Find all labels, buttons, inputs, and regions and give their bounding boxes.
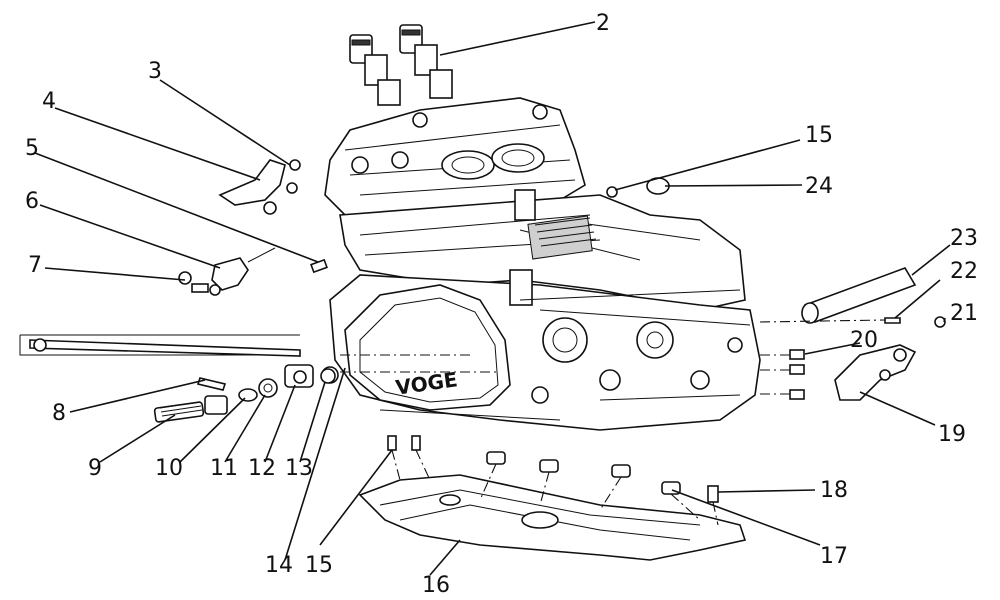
callout-labels: 2 3 4 5 6 7 8 9 10 11 12 13 14 15 15 16 … [25, 11, 978, 598]
callout-6: 6 [25, 189, 39, 214]
callout-9: 9 [88, 456, 102, 481]
callout-19: 19 [938, 422, 966, 447]
callout-7: 7 [28, 253, 42, 278]
callout-12: 12 [248, 456, 276, 481]
callout-15-top: 15 [805, 123, 833, 148]
callout-13: 13 [285, 456, 313, 481]
skid-plate-assembly [358, 435, 747, 561]
callout-18: 18 [820, 478, 848, 503]
engine-assembly: VOGE [321, 97, 761, 431]
callout-20: 20 [850, 328, 878, 353]
callout-5: 5 [25, 136, 39, 161]
callout-10: 10 [155, 456, 183, 481]
ignition-coils [349, 24, 453, 106]
callout-14: 14 [265, 553, 293, 578]
callout-24: 24 [805, 174, 833, 199]
leader-lines [34, 21, 951, 576]
callout-22: 22 [950, 259, 978, 284]
right-side-parts [606, 177, 946, 401]
callout-3: 3 [148, 59, 162, 84]
callout-17: 17 [820, 544, 848, 569]
callout-8: 8 [52, 401, 66, 426]
callout-21: 21 [950, 301, 978, 326]
callout-15-bottom: 15 [305, 553, 333, 578]
callout-23: 23 [950, 226, 978, 251]
callout-4: 4 [42, 89, 56, 114]
callout-2: 2 [596, 11, 610, 36]
callout-11: 11 [210, 456, 238, 481]
shift-linkage [19, 334, 336, 423]
callout-16: 16 [422, 573, 450, 598]
left-brackets [178, 159, 328, 296]
